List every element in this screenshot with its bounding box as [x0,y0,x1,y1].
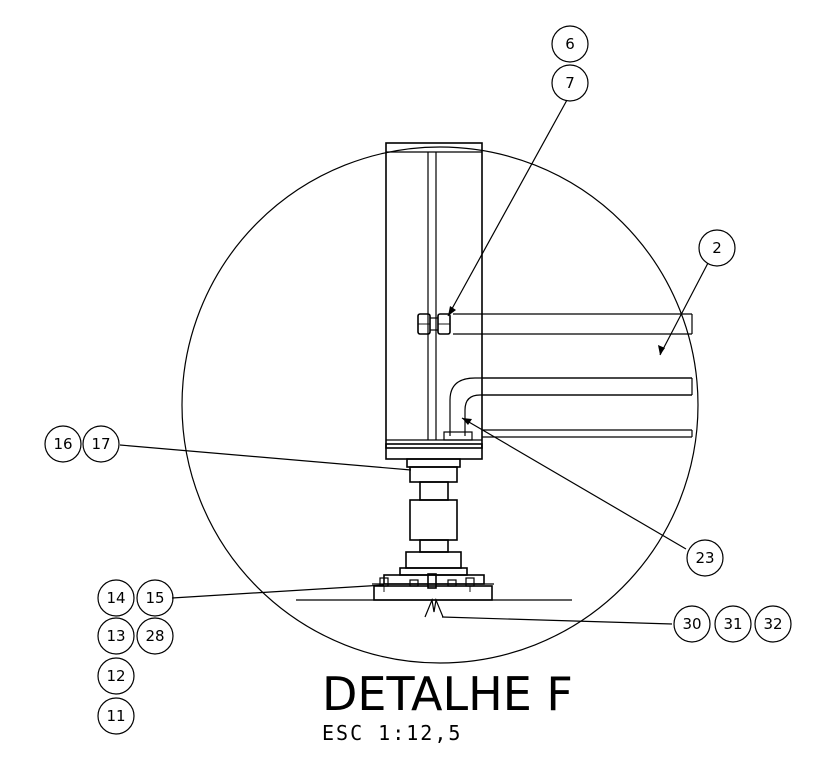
svg-text:32: 32 [763,615,782,633]
leader-lines [119,99,709,625]
svg-text:2: 2 [712,239,722,257]
balloon-30: 30 [673,605,711,643]
bent-pipe [443,377,692,441]
beam-2 [453,313,693,438]
balloon-2: 2 [698,229,736,267]
balloon-14: 14 [97,579,135,617]
svg-text:23: 23 [695,549,714,567]
balloon-7: 7 [551,64,589,102]
balloon-12: 12 [97,657,135,695]
anchor [424,597,444,618]
detail-title: DETALHE F [322,667,573,721]
detail-scale: ESC 1:12,5 [322,721,462,745]
leveling-foot [372,458,494,601]
svg-text:30: 30 [682,615,701,633]
column-base-plate [385,443,483,460]
balloon-11: 11 [97,697,135,735]
svg-text:28: 28 [145,627,164,645]
arrowheads [448,306,665,425]
balloon-32: 32 [754,605,792,643]
column [385,142,483,449]
balloon-17: 17 [82,425,120,463]
detail-circle [181,146,699,664]
svg-text:12: 12 [106,667,125,685]
balloon-13: 13 [97,617,135,655]
balloon-28: 28 [136,617,174,655]
svg-text:31: 31 [723,615,742,633]
svg-text:13: 13 [106,627,125,645]
balloon-15: 15 [136,579,174,617]
bolt-nuts [417,313,451,335]
svg-text:16: 16 [53,435,72,453]
balloon-16: 16 [44,425,82,463]
balloon-31: 31 [714,605,752,643]
balloon-23: 23 [686,539,724,577]
balloon-6: 6 [551,25,589,63]
svg-text:15: 15 [145,589,164,607]
svg-text:6: 6 [565,35,575,53]
svg-text:7: 7 [565,74,575,92]
svg-text:11: 11 [106,707,125,725]
svg-text:17: 17 [91,435,110,453]
svg-text:14: 14 [106,589,125,607]
